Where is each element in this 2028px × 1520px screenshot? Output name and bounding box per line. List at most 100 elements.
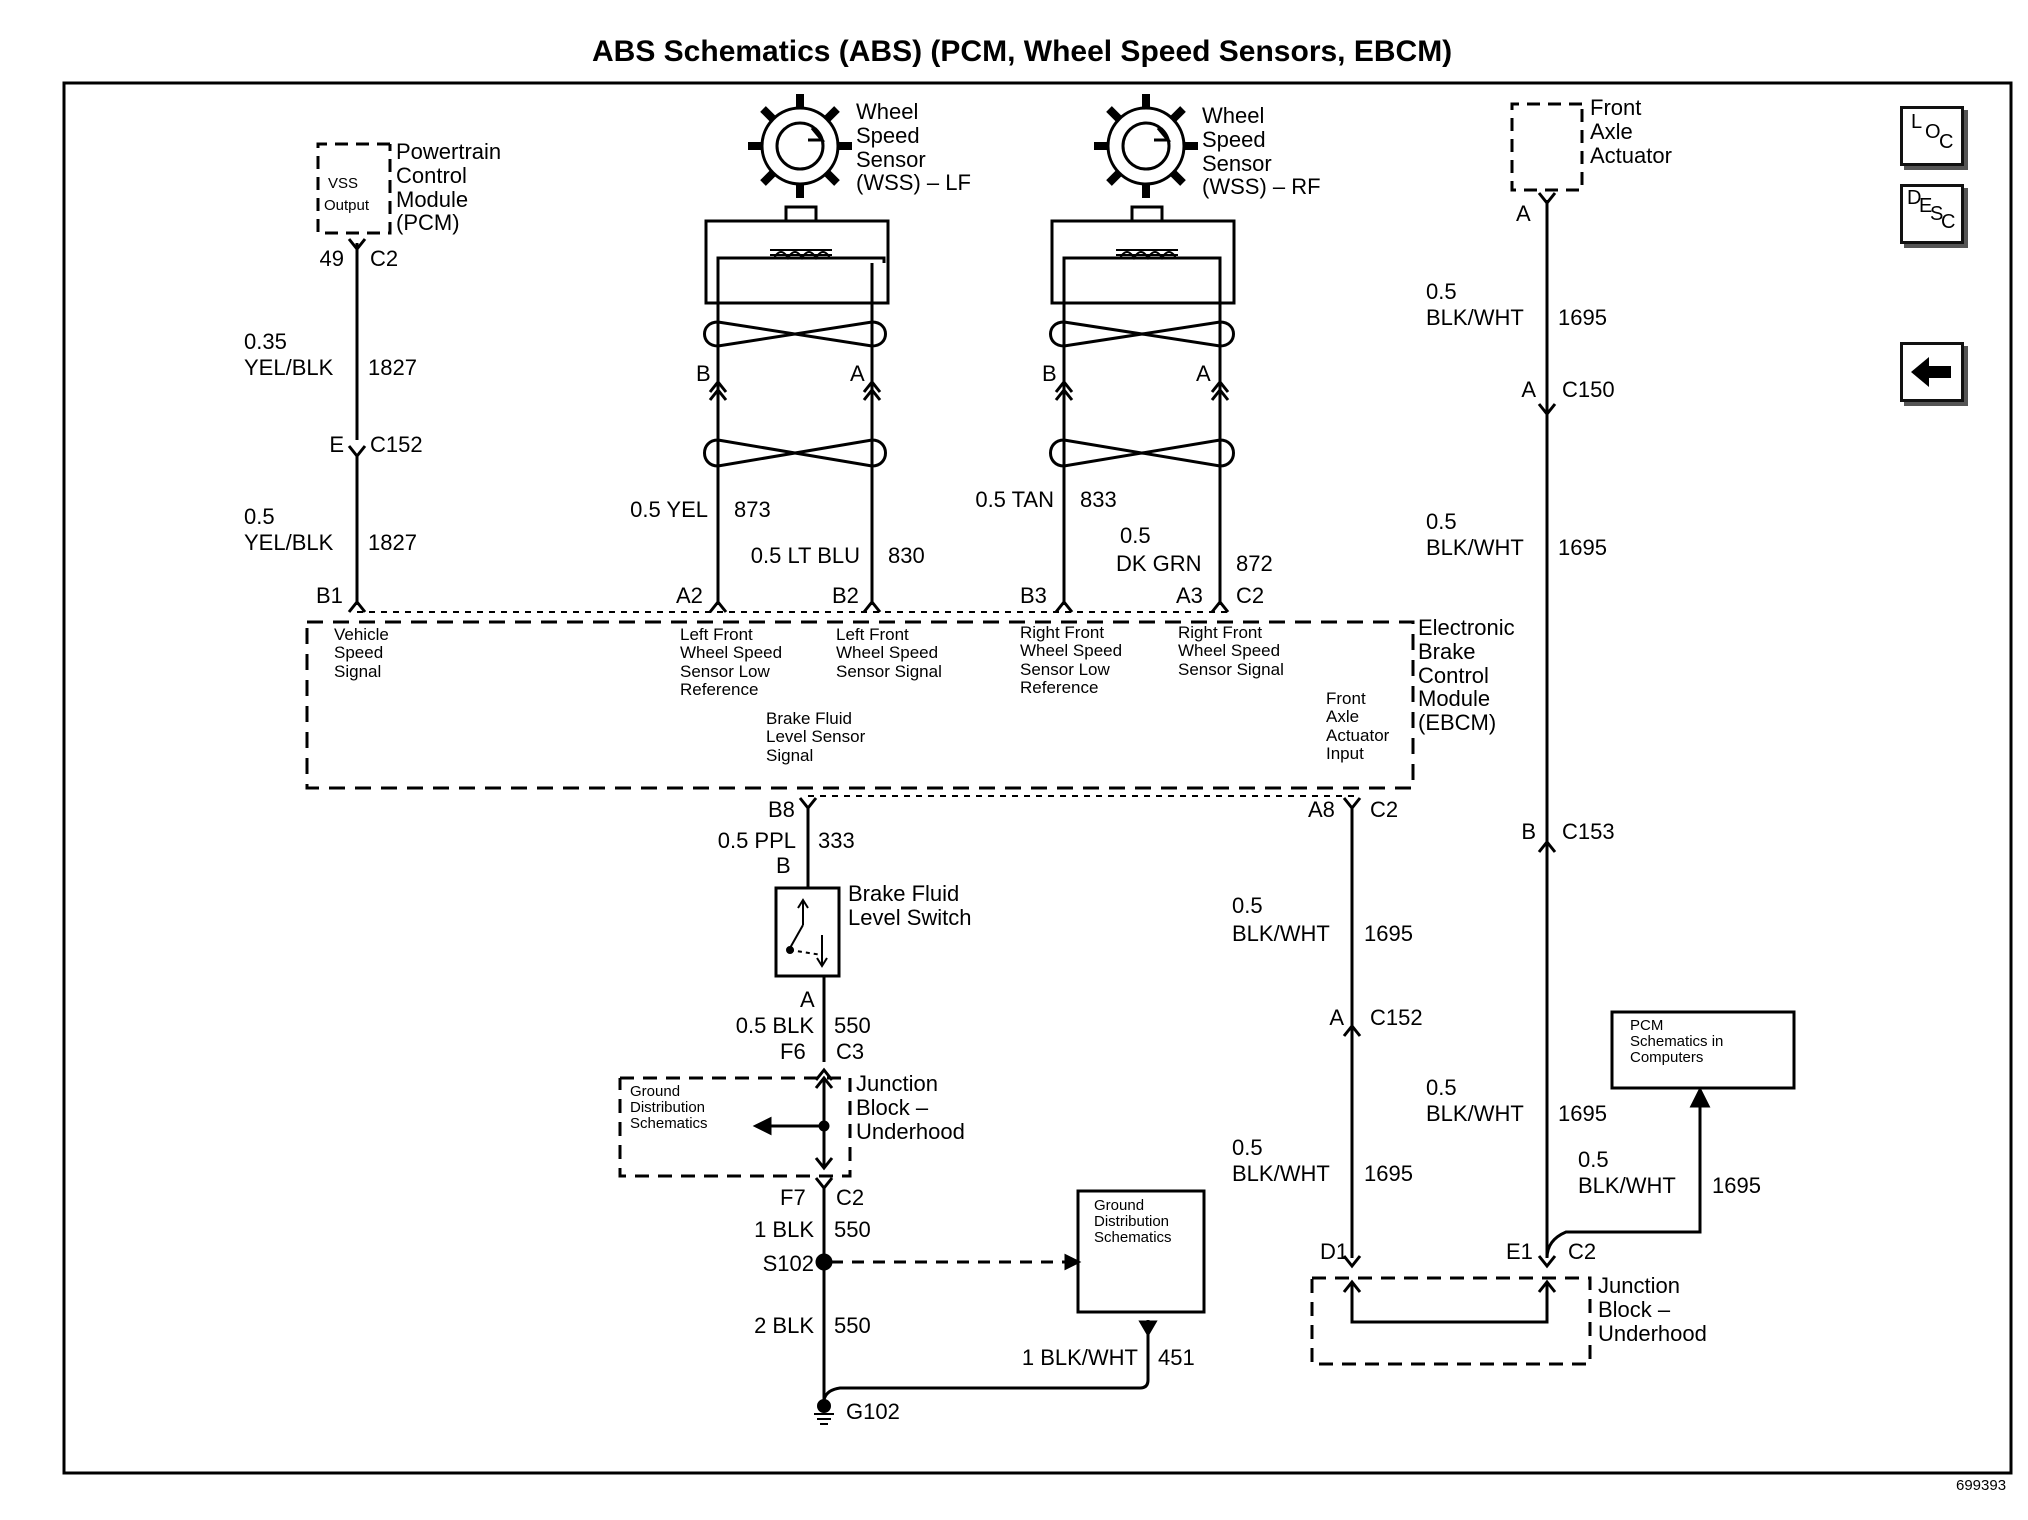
pcm-pin-chevron bbox=[347, 238, 367, 252]
a8-w2-size: 0.5 bbox=[1232, 1135, 1263, 1160]
jb-right-d1: D1 bbox=[1320, 1239, 1349, 1264]
front-axle-w2-circuit: 1695 bbox=[1558, 535, 1607, 560]
c152-right-chevron bbox=[1342, 1023, 1362, 1037]
c153-chevron bbox=[1537, 839, 1557, 853]
back-arrow-icon bbox=[1911, 357, 1951, 387]
desc-button[interactable]: D E S C bbox=[1900, 184, 1964, 244]
f6-inner-chevron bbox=[814, 1075, 834, 1089]
ebcm-pin-a3: A3 bbox=[1176, 583, 1203, 608]
front-axle-w3-color: BLK/WHT bbox=[1426, 1101, 1524, 1126]
c152-right-conn: C152 bbox=[1370, 1005, 1423, 1030]
c152-right-pin: A bbox=[1329, 1005, 1344, 1030]
wire-1827-upper-color: YEL/BLK bbox=[244, 355, 334, 380]
b1-pin-chevron bbox=[347, 599, 367, 613]
wss-lf-a-chevron bbox=[862, 379, 882, 401]
jb-left-c2: C2 bbox=[836, 1185, 865, 1210]
pcm-schematics-ref-label[interactable]: PCM Schematics in Computers bbox=[1630, 1017, 1724, 1067]
jb-right-e1-inner bbox=[1537, 1279, 1557, 1293]
wss-rf-b-chevron bbox=[1054, 379, 1074, 401]
wire-550-a-label: 0.5 BLK bbox=[735, 1013, 814, 1038]
pcm-ref-w-size: 0.5 bbox=[1578, 1147, 1609, 1172]
wss-rf-pin-b: B bbox=[1042, 361, 1057, 386]
wire-830-circuit: 830 bbox=[888, 543, 925, 568]
desc-l1: D bbox=[1907, 187, 1922, 209]
ebcm-sig-faa: Front Axle Actuator Input bbox=[1326, 689, 1390, 764]
front-axle-w2-size: 0.5 bbox=[1426, 509, 1457, 534]
ebcm-sig-rf-low: Right Front Wheel Speed Sensor Low Refer… bbox=[1020, 623, 1123, 698]
jb-left-node bbox=[818, 1120, 830, 1132]
wire-550-2blk-circuit: 550 bbox=[834, 1313, 871, 1338]
pcm-connector: C2 bbox=[370, 246, 399, 271]
jb-left-c3: C3 bbox=[836, 1039, 865, 1064]
jb-left-box bbox=[618, 1076, 852, 1178]
jb-left-ground-ref: Ground Distribution Schematics bbox=[630, 1083, 708, 1133]
loc-l1: L bbox=[1911, 111, 1923, 133]
jb-right-d1-inner bbox=[1342, 1279, 1362, 1293]
a3-pin-chevron bbox=[1210, 599, 1230, 613]
ground-symbol bbox=[814, 1399, 834, 1425]
front-axle-w1-circuit: 1695 bbox=[1558, 305, 1607, 330]
wire-451-end-arrow bbox=[1138, 1320, 1158, 1337]
ebcm-label: Electronic Brake Control Module (EBCM) bbox=[1418, 615, 1515, 735]
wss-rf-twist-2 bbox=[1049, 438, 1235, 468]
ground-distribution-label-right: Ground Distribution Schematics bbox=[1094, 1197, 1172, 1247]
pcm-pin: 49 bbox=[319, 246, 344, 271]
wss-rf-label: Wheel Speed Sensor (WSS) – RF bbox=[1202, 103, 1321, 200]
pcm-output-label: Output bbox=[324, 197, 370, 214]
wire-1827-upper-circuit: 1827 bbox=[368, 355, 417, 380]
wire-872-circuit: 872 bbox=[1236, 551, 1273, 576]
jb-left-f7: F7 bbox=[780, 1185, 806, 1210]
f7-inner-chevron bbox=[814, 1157, 834, 1171]
wss-lf-symbol bbox=[704, 94, 890, 305]
back-button[interactable] bbox=[1900, 342, 1964, 402]
front-axle-label: Front Axle Actuator bbox=[1590, 95, 1672, 168]
wire-873-label: 0.5 YEL bbox=[630, 497, 708, 522]
front-axle-w3-size: 0.5 bbox=[1426, 1075, 1457, 1100]
jb-right-e1: E1 bbox=[1506, 1239, 1533, 1264]
c152-chevron-left bbox=[347, 445, 367, 459]
desc-l4: C bbox=[1941, 211, 1956, 233]
ebcm-pin-a8: A8 bbox=[1308, 797, 1335, 822]
loc-l2: O bbox=[1925, 121, 1941, 143]
wss-rf-pin-a: A bbox=[1196, 361, 1211, 386]
front-axle-box bbox=[1510, 102, 1584, 192]
c152-left-pin: E bbox=[329, 432, 344, 457]
wss-lf-pin-b: B bbox=[696, 361, 711, 386]
ebcm-pin-a2: A2 bbox=[676, 583, 703, 608]
page-title: ABS Schematics (ABS) (PCM, Wheel Speed S… bbox=[592, 35, 1453, 68]
e1-chevron bbox=[1537, 1255, 1557, 1269]
wss-lf-label: Wheel Speed Sensor (WSS) – LF bbox=[856, 99, 971, 196]
wss-rf-a-chevron bbox=[1210, 379, 1230, 401]
wire-333-circuit: 333 bbox=[818, 828, 855, 853]
ebcm-pin-b1: B1 bbox=[316, 583, 343, 608]
jb-right-c2: C2 bbox=[1568, 1239, 1597, 1264]
loc-button[interactable]: L O C bbox=[1900, 106, 1964, 166]
brake-fluid-switch-box bbox=[774, 886, 841, 978]
figure-id: 699393 bbox=[1956, 1477, 2007, 1494]
c150-chevron bbox=[1537, 403, 1557, 417]
wire-872-size: 0.5 bbox=[1120, 523, 1151, 548]
pcm-ref-w-circuit: 1695 bbox=[1712, 1173, 1761, 1198]
diagram-frame bbox=[62, 81, 2013, 1475]
s102-splice bbox=[815, 1253, 833, 1271]
wire-833-label: 0.5 TAN bbox=[975, 487, 1054, 512]
g102-label: G102 bbox=[846, 1399, 900, 1424]
wire-550-a-circuit: 550 bbox=[834, 1013, 871, 1038]
front-axle-w2-color: BLK/WHT bbox=[1426, 535, 1524, 560]
c153-conn: C153 bbox=[1562, 819, 1615, 844]
pcm-ref-w-color: BLK/WHT bbox=[1578, 1173, 1676, 1198]
wire-1695-to-pcm bbox=[1545, 1100, 1702, 1259]
jb-left-label: Junction Block – Underhood bbox=[856, 1071, 965, 1144]
brake-switch-label: Brake Fluid Level Switch bbox=[848, 881, 972, 930]
pcm-ref-arrow bbox=[1689, 1086, 1711, 1108]
a8-w1-circuit: 1695 bbox=[1364, 921, 1413, 946]
d1-chevron bbox=[1342, 1255, 1362, 1269]
ebcm-pin-b3: B3 bbox=[1020, 583, 1047, 608]
b2-pin-chevron bbox=[862, 599, 882, 613]
brake-fluid-switch-symbol bbox=[786, 898, 828, 968]
front-axle-pin: A bbox=[1516, 201, 1531, 226]
brake-switch-pin-b: B bbox=[776, 853, 791, 878]
wire-1827-lower-size: 0.5 bbox=[244, 504, 275, 529]
ebcm-pin-b2: B2 bbox=[832, 583, 859, 608]
wire-1827-lower-color: YEL/BLK bbox=[244, 530, 334, 555]
